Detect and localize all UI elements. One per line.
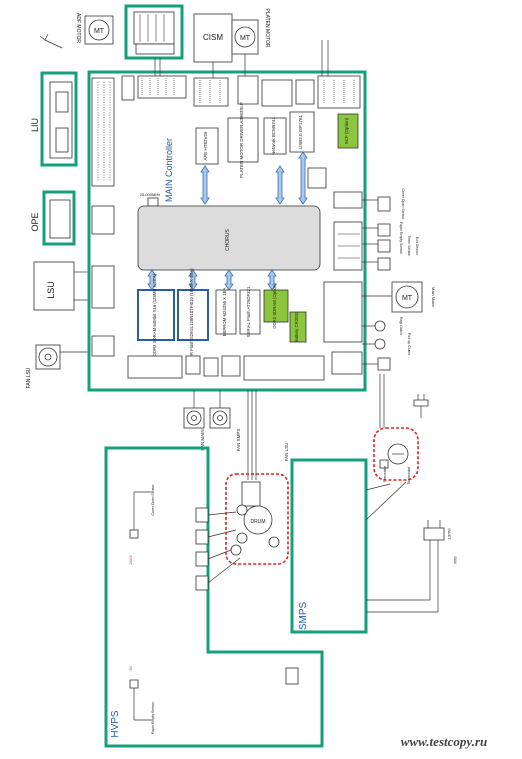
paper-empty-label: Paper Empty Sensor: [399, 222, 403, 255]
battery-label: Battery CR2032: [294, 311, 299, 342]
hvps-paper-label: Paper Empty Sensor: [151, 701, 155, 734]
ddr2-option-label: DDR2 SDRAM (Option): [272, 283, 277, 329]
drum-label: DRUM: [251, 519, 266, 525]
eeprom-label: EEPROM M24256 X 1EA: [222, 288, 227, 337]
afe-chip: AFE HT82V26: [195, 127, 219, 165]
platen-motor-caption: PLATEN MOTOR: [264, 9, 270, 48]
adf-motor-caption: ADF MOTOR: [75, 13, 81, 43]
nor-label: NOR Flash S29GL128N10TFI010 (16MB X 1EA): [189, 268, 194, 362]
battery: Battery CR2032: [289, 311, 307, 343]
scf-chip: SCF (Option): [337, 113, 359, 149]
fan-smps-icon: FAN SMPS: [209, 390, 241, 452]
sw-label: S/W: [453, 556, 458, 564]
fan-main-label: FAN MAIN: [200, 429, 205, 450]
antenna-icon: [39, 33, 63, 49]
fan-smps-label: FAN SMPS: [236, 429, 241, 452]
regi-clutch-label: Regi Clutch: [399, 317, 403, 335]
hvps-label: HVPS: [110, 710, 121, 738]
clutches: Regi Clutch Pick up Clutch: [362, 317, 411, 355]
inlet-label: INLET: [447, 528, 452, 540]
chorus-soc: CHORUS: [137, 205, 321, 271]
platen-motor: MT PLATEN MOTOR: [231, 9, 270, 55]
main-motor-mt: MT: [402, 295, 413, 302]
ope-board-frame: [42, 190, 76, 246]
fan-main-icon: FAN MAIN: [183, 390, 205, 451]
ope-board: OPE: [30, 199, 71, 239]
exit-sensor-label: Exit Sensor: [415, 237, 419, 256]
platen-driver-chip: PLATEN MOTOR DRIVER A3983SLP: [227, 102, 259, 178]
platen-driver-label: PLATEN MOTOR DRIVER A3983SLP: [239, 102, 244, 178]
adf-board-frame: [124, 4, 184, 60]
fan-lsu-label: FAN LSU: [26, 367, 32, 388]
serial-flash-label: SERIAL Flash AT25DF321: [246, 286, 251, 337]
main-top-connectors: [121, 75, 361, 109]
thermistor-label: Thermistor: [383, 465, 387, 483]
smps-label: SMPS: [298, 602, 309, 631]
liu-board-frame: [40, 71, 78, 167]
hvps-contents: Cover Open Sensor Paper Empty Sensor 24V…: [128, 484, 299, 734]
drum-unit: DRUM: [225, 473, 289, 565]
fan-lsu-icon: FAN LSU: [26, 344, 88, 388]
afe-label: AFE HT82V26: [203, 131, 208, 161]
usb-label: USB2.0 ISP1761: [298, 114, 303, 149]
serial-flash-chip: SERIAL Flash AT25DF321: [239, 286, 261, 337]
ddr2-label: DDR2 SDRAM 64Mbit X16 (128MB X 1EA): [152, 273, 157, 356]
hvps-board-frame: [104, 446, 324, 748]
thermostat-label: Thermostat: [407, 467, 411, 485]
paper-sensors: Paper Empty Sensor Toner Sensor Exit Sen…: [362, 222, 419, 271]
cover-open-label: Cover Open Sensor: [401, 189, 405, 221]
adf-motor-label: MT: [94, 28, 105, 35]
ddr2-chip: DDR2 SDRAM 64Mbit X16 (128MB X 1EA): [137, 273, 175, 356]
chorus-label: CHORUS: [225, 229, 231, 251]
lsu-unit: LSU: [33, 261, 88, 311]
main-controller-frame: [87, 70, 367, 392]
lsu-label: LSU: [46, 281, 56, 299]
hvps-v3: 5V: [128, 665, 133, 670]
usb-chip: USB2.0 ISP1761: [289, 111, 315, 153]
oscillator: 25.000MHz: [140, 192, 160, 207]
network-chip: Network BCM5241: [263, 117, 287, 155]
cism-label: CISM: [203, 33, 223, 42]
main-right-connectors: [323, 191, 363, 375]
inlet-switch: INLET S/W: [423, 520, 458, 564]
adf-board: [133, 11, 175, 55]
cover-open-sensor: Cover Open Sensor: [362, 189, 405, 221]
watermark: www.testcopy.ru: [401, 734, 487, 749]
ope-label: OPE: [30, 212, 40, 231]
liu-label: LIU: [30, 118, 40, 132]
main-motor-label: Main Motor: [431, 287, 436, 308]
network-label: Network BCM5241: [271, 117, 276, 155]
adf-motor: MT ADF MOTOR: [75, 13, 114, 45]
power-plug-icon: [413, 394, 429, 418]
hvps-cover-label: Cover Open Sensor: [151, 484, 155, 516]
eeprom-chip: EEPROM M24256 X 1EA: [215, 288, 237, 337]
oscillator-label: 25.000MHz: [140, 192, 160, 197]
main-bottom-connectors: [127, 355, 325, 381]
power-lines: [365, 374, 439, 613]
platen-motor-label: MT: [240, 35, 251, 42]
exit-connector: [362, 357, 391, 371]
hv-lines: [207, 390, 257, 584]
hvps-v1: 24V5: [128, 555, 133, 565]
ddr2-option-chip: DDR2 SDRAM (Option): [263, 283, 289, 329]
main-left-connectors: [91, 77, 115, 357]
top-cables: [154, 40, 329, 78]
scf-label: SCF (Option): [344, 117, 349, 144]
main-controller-label: MAIN Controller: [164, 138, 174, 202]
fuser-unit: Thermistor Thermostat: [373, 427, 419, 485]
nor-chip: NOR Flash S29GL128N10TFI010 (16MB X 1EA): [177, 268, 209, 362]
main-motor: MT Main Motor: [362, 281, 436, 313]
smps-fan-lsu-label: FAN LSU: [284, 443, 289, 462]
smps-board-frame: [290, 458, 368, 634]
small-chip: [307, 167, 327, 189]
cism-unit: CISM: [193, 13, 233, 63]
liu-board: LIU: [30, 81, 73, 159]
pickup-clutch-label: Pick up Clutch: [407, 333, 411, 355]
toner-label: Toner Sensor: [407, 236, 411, 258]
